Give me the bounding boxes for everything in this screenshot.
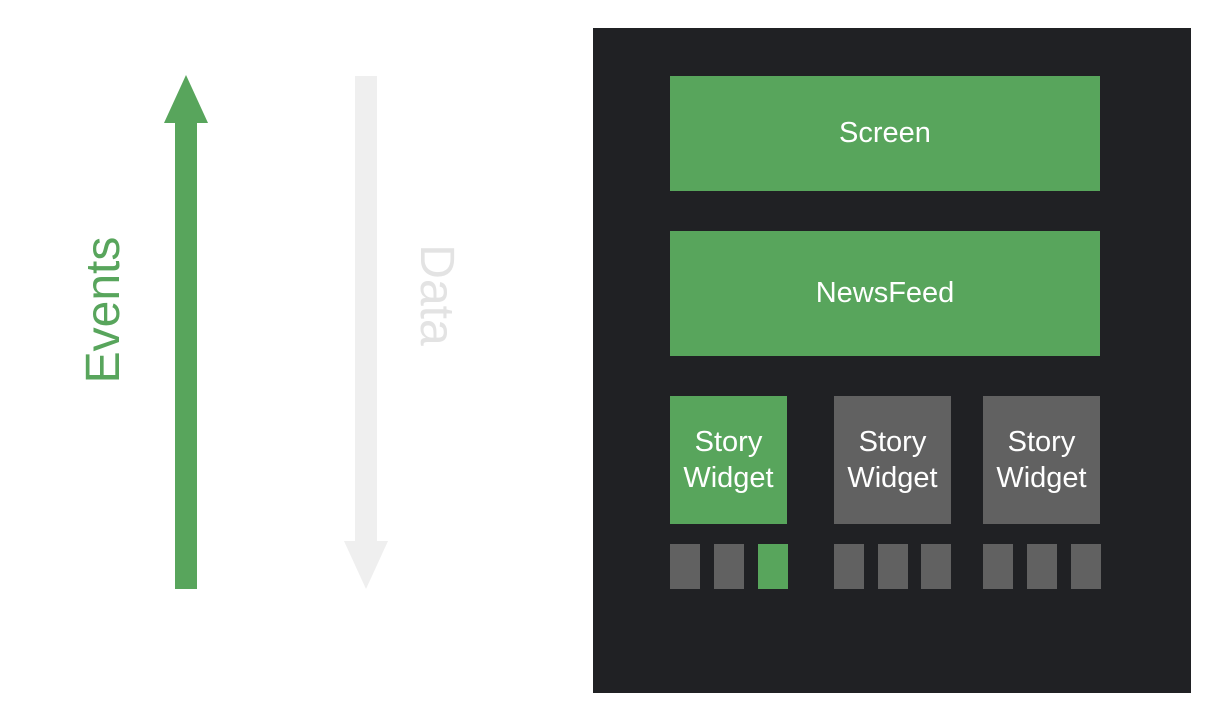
- leaf-widget-1-3: [758, 544, 788, 589]
- story-widget-1-line1: Story: [694, 426, 763, 458]
- story-widget-2-line1: Story: [858, 426, 927, 458]
- story-widget-2-line2: Widget: [847, 462, 938, 494]
- events-arrow-head: [164, 75, 208, 123]
- screen-widget-label: Screen: [839, 117, 931, 149]
- screen-widget: Screen: [670, 76, 1100, 191]
- leaf-widget-2-2: [878, 544, 908, 589]
- story-widget-3: Story Widget: [983, 396, 1100, 524]
- leaf-widget-3-2: [1027, 544, 1057, 589]
- events-label: Events: [77, 236, 130, 384]
- events-arrow-shaft: [175, 120, 197, 589]
- data-arrow-shaft: [355, 76, 377, 542]
- leaf-widget-1-2: [714, 544, 744, 589]
- story-widget-1: Story Widget: [670, 396, 787, 524]
- story-widget-3-line1: Story: [1007, 426, 1076, 458]
- newsfeed-widget: NewsFeed: [670, 231, 1100, 356]
- leaf-widget-2-1: [834, 544, 864, 589]
- newsfeed-widget-label: NewsFeed: [815, 277, 955, 309]
- leaf-widget-3-3: [1071, 544, 1101, 589]
- leaf-widget-1-1: [670, 544, 700, 589]
- data-label: Data: [410, 244, 463, 346]
- story-widget-1-line2: Widget: [683, 462, 774, 494]
- story-widget-2: Story Widget: [834, 396, 951, 524]
- data-arrow-head: [344, 541, 388, 589]
- leaf-widget-3-1: [983, 544, 1013, 589]
- leaf-widget-2-3: [921, 544, 951, 589]
- story-widget-3-line2: Widget: [996, 462, 1087, 494]
